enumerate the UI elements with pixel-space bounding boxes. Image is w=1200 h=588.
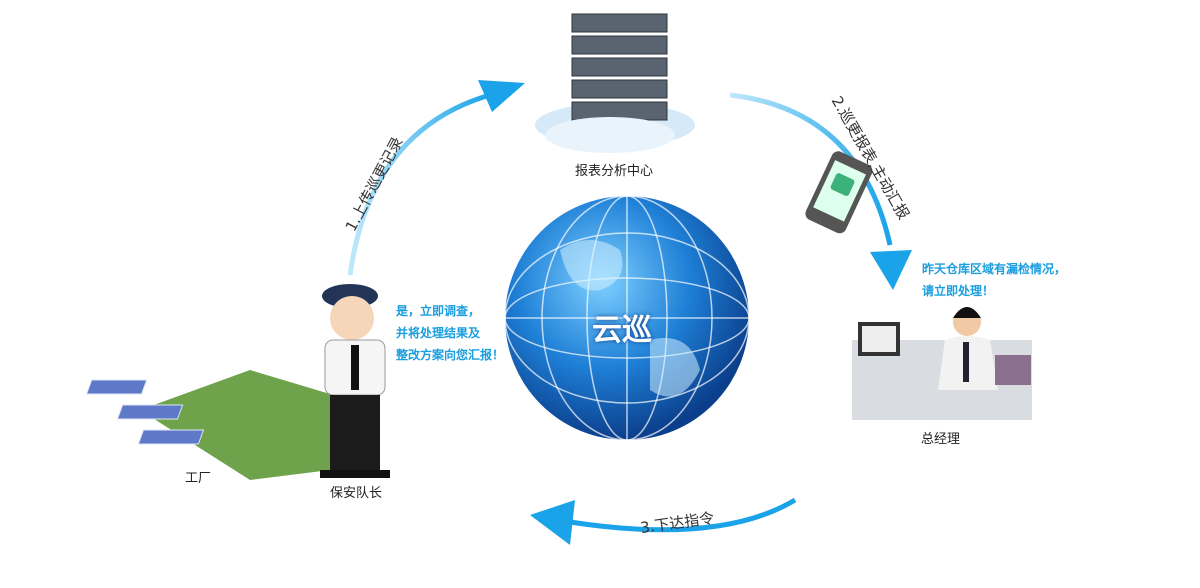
server-rack-icon bbox=[535, 13, 695, 153]
center-label: 云巡 bbox=[592, 313, 652, 348]
server-label: 报表分析中心 bbox=[575, 164, 654, 179]
manager-speech: 昨天仓库区域有漏检情况， 请立即处理！ bbox=[922, 258, 1066, 302]
guard-speech-line: 整改方案向您汇报！ bbox=[396, 348, 505, 362]
manager-speech-line: 请立即处理！ bbox=[922, 284, 995, 298]
security-guard-illustration bbox=[320, 284, 390, 478]
smartphone-icon bbox=[805, 151, 873, 234]
guard-speech-line: 是，立即调查， bbox=[396, 304, 481, 318]
guard-speech: 是，立即调查， 并将处理结果及 整改方案向您汇报！ bbox=[396, 300, 504, 366]
manager-speech-line: 昨天仓库区域有漏检情况， bbox=[922, 262, 1067, 276]
manager-label: 总经理 bbox=[921, 432, 961, 447]
globe-icon bbox=[504, 195, 750, 441]
arrow-step3 bbox=[530, 497, 797, 545]
guard-speech-line: 并将处理结果及 bbox=[396, 326, 481, 340]
arrow-step1 bbox=[347, 80, 525, 276]
factory-illustration bbox=[85, 370, 350, 480]
factory-label: 工厂 bbox=[185, 471, 212, 486]
guard-label: 保安队长 bbox=[330, 486, 383, 501]
arrow-step2 bbox=[729, 92, 912, 290]
manager-at-desk-illustration bbox=[852, 307, 1032, 420]
